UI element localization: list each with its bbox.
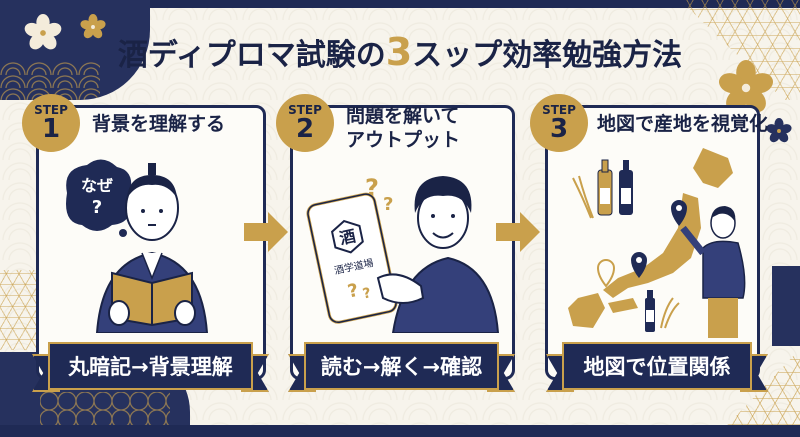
step-card-1: なぜ ? [36, 105, 266, 380]
step-label: STEP [288, 103, 322, 117]
step-badge-1: STEP 1 [22, 94, 80, 152]
title-prefix: 酒ディプロマ試験の [117, 38, 386, 73]
step-number: 3 [549, 114, 569, 144]
map-pin-icon [671, 200, 687, 226]
step-number: 2 [295, 114, 315, 144]
sakura-icon [24, 14, 62, 50]
step-3-ribbon: 地図で位置関係 [546, 342, 768, 392]
shippo-pattern [40, 392, 170, 427]
step-label: STEP [34, 103, 68, 117]
step-2-title-line2: アウトプット [346, 129, 461, 151]
wave-pattern [0, 62, 100, 100]
svg-text:?: ? [383, 194, 393, 215]
man-with-phone-illustration: ? ? 酒 酒学道場 ? ? [306, 174, 500, 333]
arrow-right-icon [244, 212, 288, 252]
svg-text:酒: 酒 [338, 226, 358, 248]
svg-text:?: ? [92, 197, 102, 218]
sakura-icon [766, 118, 792, 143]
bottom-border [0, 425, 800, 437]
page-title: 酒ディプロマ試験の3スップ効率勉強方法 [0, 30, 800, 74]
svg-text:なぜ: なぜ [81, 176, 113, 195]
samurai-reading-illustration: なぜ ? [66, 159, 209, 333]
top-border [0, 0, 800, 8]
step-1-title: 背景を理解する [92, 113, 226, 135]
step-label: STEP [542, 103, 576, 117]
step-number: 1 [41, 114, 61, 144]
corner-decoration-top-left [0, 0, 150, 100]
svg-text:?: ? [346, 280, 361, 303]
sakura-icon [80, 14, 106, 39]
svg-text:?: ? [361, 285, 372, 302]
step-2-ribbon: 読む→解く→確認 [288, 342, 515, 392]
navy-panel-right [772, 266, 800, 346]
step-1-ribbon: 丸暗記→背景理解 [32, 342, 269, 392]
japan-map-illustration [568, 148, 746, 338]
step-2-title: 問題を解いて アウトプット [346, 104, 460, 152]
step-card-3 [545, 105, 760, 380]
title-suffix: スップ効率勉強方法 [412, 38, 683, 73]
step-3-ribbon-label: 地図で位置関係 [562, 342, 752, 390]
step-3-title: 地図で産地を視覚化 [597, 113, 769, 135]
title-accent-number: 3 [385, 30, 413, 74]
step-badge-2: STEP 2 [276, 94, 334, 152]
arrow-right-icon [496, 212, 540, 252]
step-2-title-line1: 問題を解いて [346, 105, 460, 127]
step-2-ribbon-label: 読む→解く→確認 [304, 342, 499, 390]
step-badge-3: STEP 3 [530, 94, 588, 152]
asanoha-pattern-left [0, 270, 38, 350]
step-1-ribbon-label: 丸暗記→背景理解 [48, 342, 253, 390]
